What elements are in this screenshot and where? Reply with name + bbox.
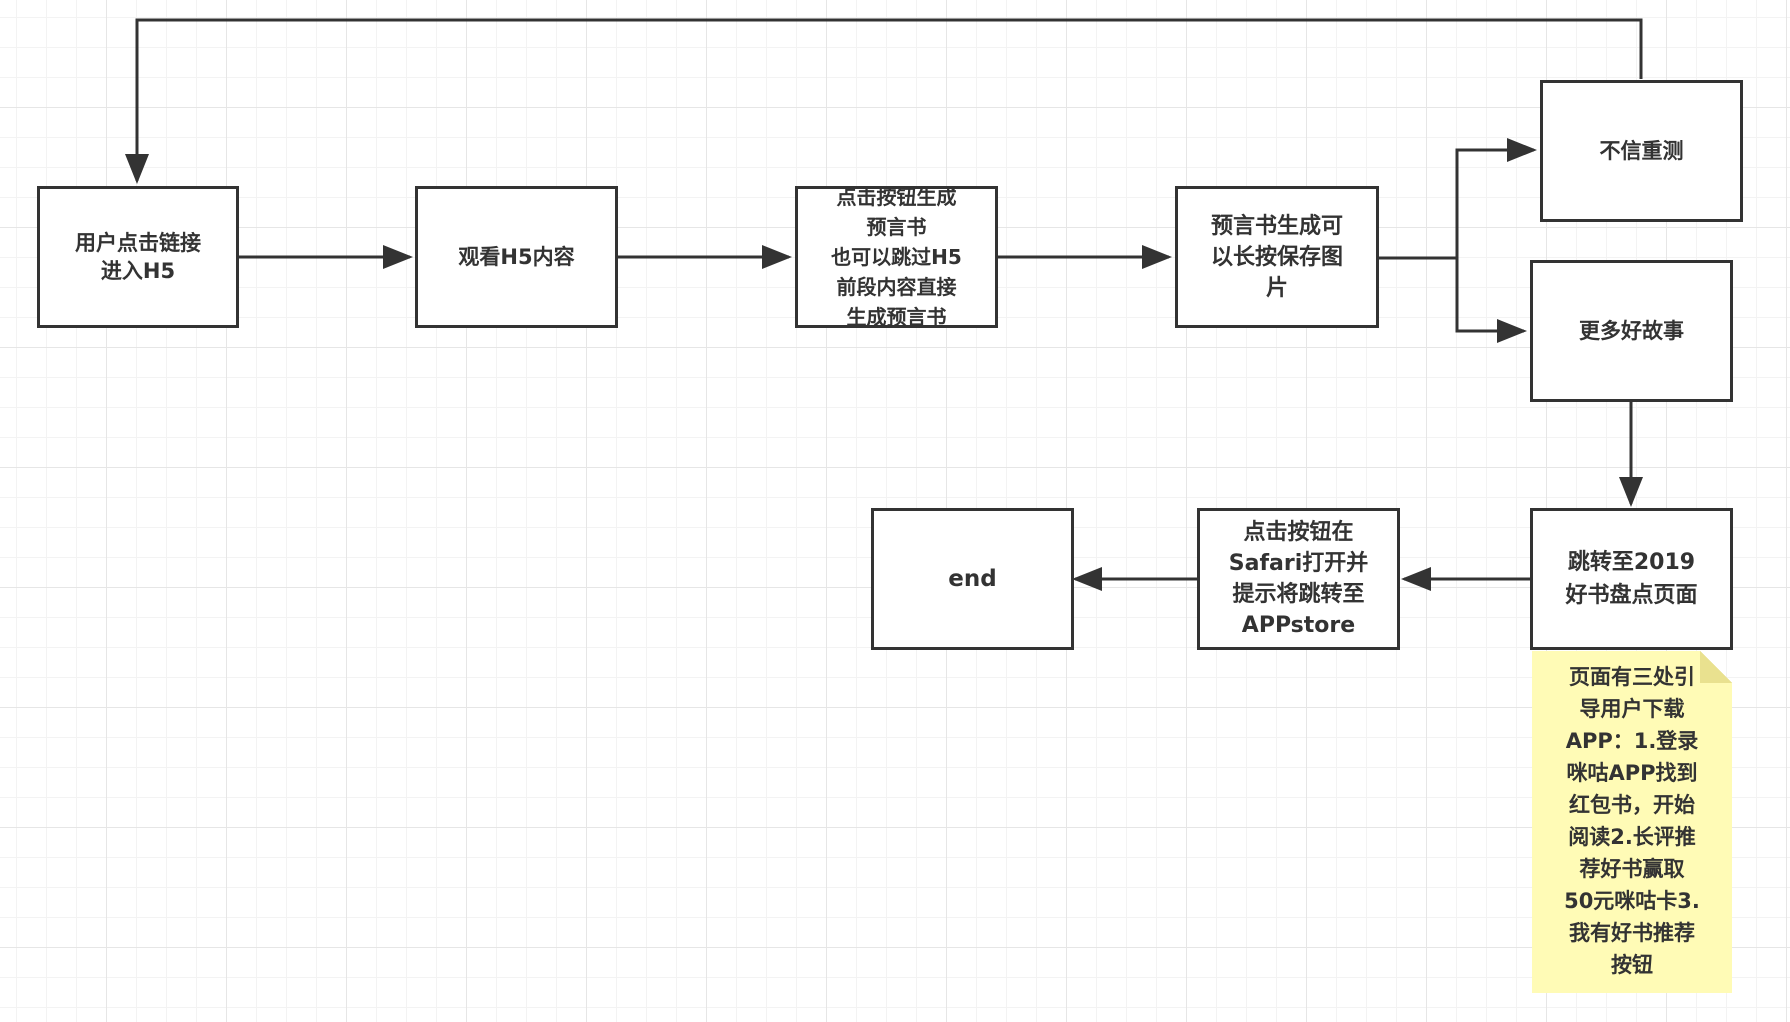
node-watch-h5[interactable]: 观看H5内容 [415, 186, 618, 328]
edge-retest-to-enter [125, 18, 1643, 184]
node-end[interactable]: end [871, 508, 1074, 650]
note-fold-corner [1700, 651, 1732, 683]
node-jump-2019[interactable]: 跳转至2019 好书盘点页面 [1530, 508, 1733, 650]
note-download-app[interactable]: 页面有三处引 导用户下载 APP：1.登录 咪咕APP找到 红包书，开始 阅读2… [1532, 651, 1732, 993]
node-retest[interactable]: 不信重测 [1540, 80, 1743, 222]
node-enter-h5[interactable]: 用户点击链接 进入H5 [37, 186, 239, 328]
node-save-image[interactable]: 预言书生成可 以长按保存图 片 [1175, 186, 1379, 328]
edge-save-to-retest [1378, 138, 1537, 260]
node-open-safari[interactable]: 点击按钮在 Safari打开并 提示将跳转至 APPstore [1197, 508, 1400, 650]
node-generate-book[interactable]: 点击按钮生成 预言书 也可以跳过H5 前段内容直接 生成预言书 [795, 186, 998, 328]
edge-save-to-more-stories [1378, 256, 1527, 343]
node-more-stories[interactable]: 更多好故事 [1530, 260, 1733, 402]
